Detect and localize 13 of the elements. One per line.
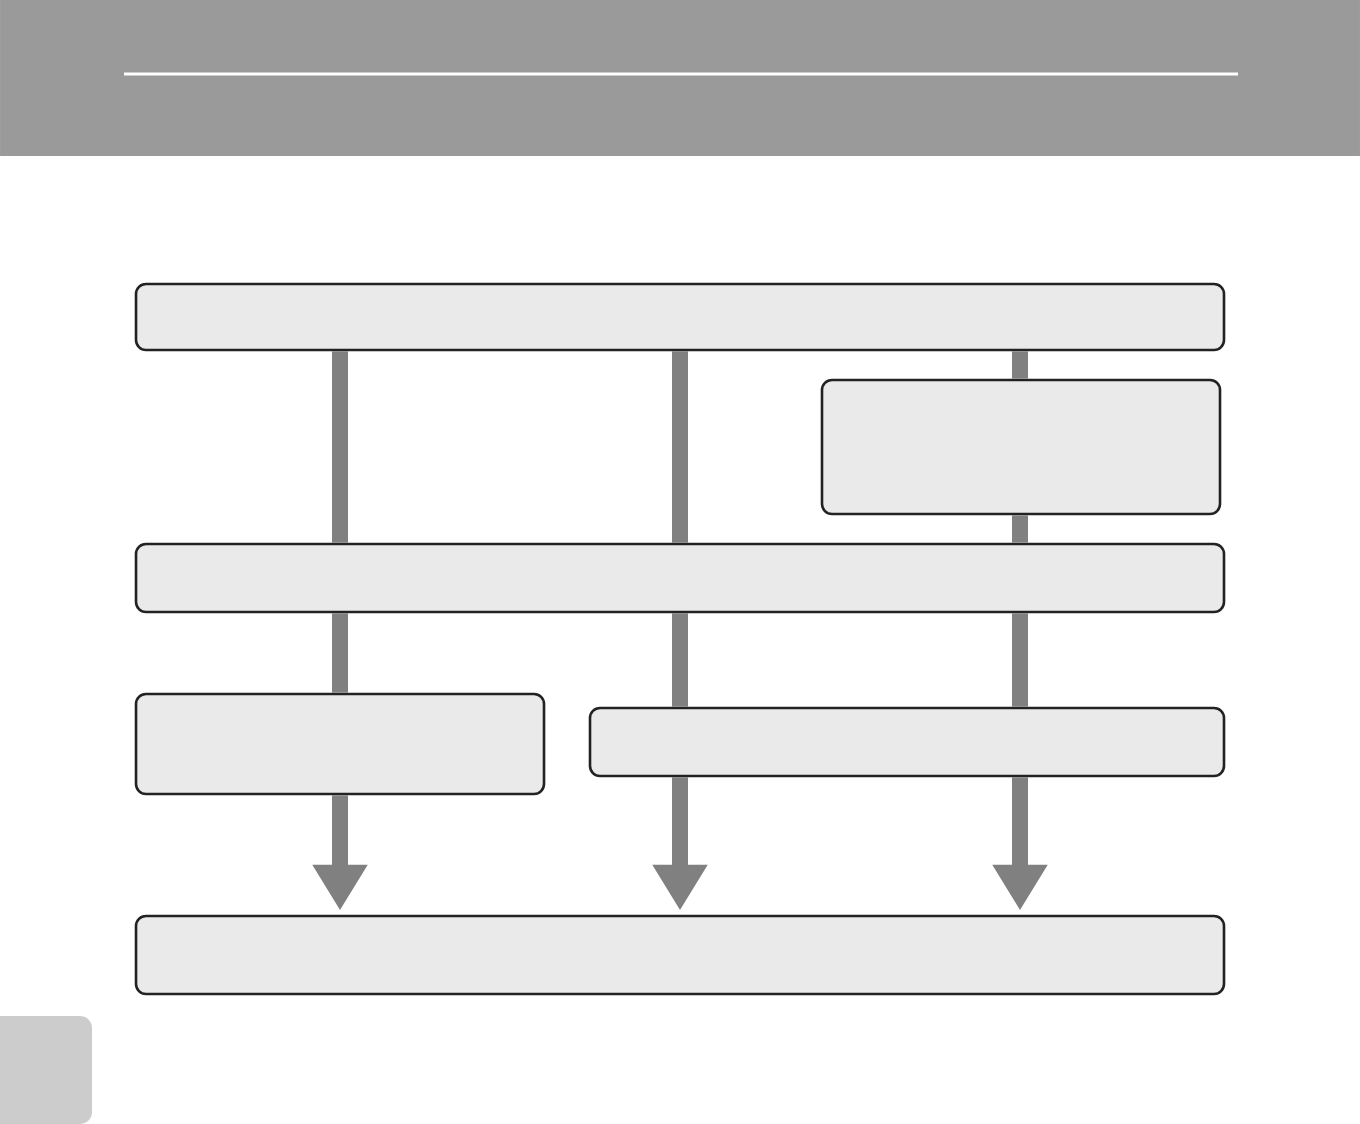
connector-line xyxy=(332,351,348,543)
connector-line xyxy=(332,613,348,693)
connector-line xyxy=(672,351,688,543)
connector-line xyxy=(1012,515,1028,543)
process-box xyxy=(820,378,1222,516)
process-box xyxy=(134,692,546,796)
connector-line xyxy=(1012,613,1028,707)
connector-line xyxy=(672,613,688,707)
process-box xyxy=(134,542,1226,614)
connector-line xyxy=(1012,351,1028,379)
process-box xyxy=(134,914,1226,996)
process-box xyxy=(134,282,1226,352)
process-box xyxy=(588,706,1226,778)
